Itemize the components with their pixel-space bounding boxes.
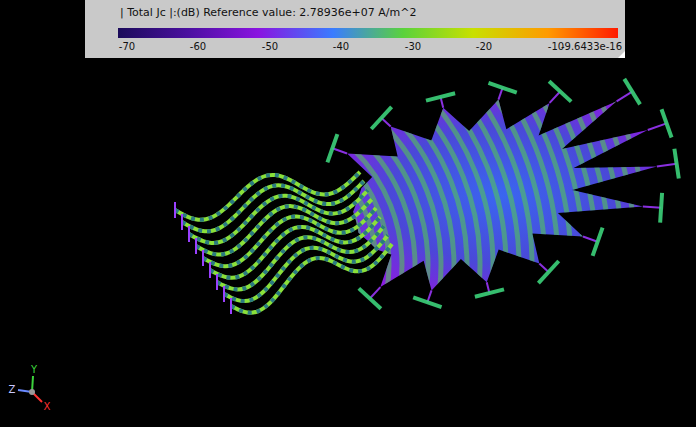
- feed-line: [203, 208, 376, 266]
- feed-port: [195, 238, 197, 254]
- tick-label: -50: [262, 41, 278, 52]
- current-stripe: [117, 142, 363, 388]
- feed-port: [202, 250, 204, 266]
- current-stripe: [0, 0, 558, 427]
- tick-label: -9.6433e-16: [561, 41, 622, 52]
- feed-line-pattern: [196, 199, 372, 255]
- plot-title: | Total Jc |:(dB) Reference value: 2.789…: [120, 6, 416, 19]
- port: [475, 289, 504, 296]
- current-stripe: [26, 51, 454, 427]
- port: [549, 81, 571, 101]
- feed-line: [224, 235, 388, 301]
- feed-line-pattern: [189, 190, 368, 243]
- feed-line-pattern: [203, 208, 376, 266]
- port-line: [370, 287, 381, 298]
- feed-line: [189, 190, 368, 243]
- port-line: [657, 164, 677, 167]
- lens-outline: [347, 100, 657, 291]
- feed-line: [217, 226, 384, 289]
- current-stripe: [78, 103, 402, 427]
- feed-line-pattern: [224, 235, 388, 301]
- color-bar: [118, 28, 618, 38]
- port: [624, 79, 640, 105]
- lens-body: [0, 0, 679, 427]
- port: [488, 83, 516, 93]
- port-line: [643, 207, 661, 208]
- legend-panel: [85, 0, 625, 58]
- port-line: [583, 237, 598, 242]
- port: [674, 149, 678, 179]
- current-stripe: [0, 0, 519, 427]
- tick-label: -70: [119, 41, 135, 52]
- panel-corner: [618, 51, 625, 58]
- tick-label: -60: [190, 41, 206, 52]
- port-line: [550, 91, 561, 102]
- current-stripe: [0, 12, 493, 427]
- current-stripe: [0, 0, 506, 427]
- current-stripe: [130, 155, 350, 375]
- port: [662, 109, 672, 137]
- port: [371, 107, 391, 129]
- feed-line: [210, 217, 380, 278]
- tick-label: -20: [476, 41, 492, 52]
- current-stripe: [0, 25, 480, 427]
- feed-line-pattern: [231, 244, 392, 313]
- port: [538, 261, 558, 283]
- feed-port: [181, 214, 183, 230]
- current-stripe: [0, 0, 649, 427]
- axis-label: X: [44, 401, 51, 412]
- port-line: [617, 92, 633, 102]
- current-stripe: [0, 0, 636, 427]
- feed-line: [196, 199, 372, 255]
- port-line: [332, 148, 347, 153]
- port: [413, 297, 441, 307]
- port: [359, 288, 381, 308]
- tick-label: -40: [333, 41, 349, 52]
- feed-port: [174, 202, 176, 218]
- current-stripe: [91, 116, 389, 414]
- current-stripe: [13, 38, 467, 427]
- port-line: [648, 123, 667, 130]
- current-stripe: [0, 0, 597, 427]
- axis-triad: [18, 376, 42, 402]
- current-stripe: [0, 0, 571, 427]
- current-stripe: [52, 77, 428, 427]
- axis-label: Y: [31, 364, 37, 375]
- current-stripe: [65, 90, 415, 427]
- feed-port: [209, 262, 211, 278]
- port: [660, 193, 662, 223]
- feed-port: [230, 298, 232, 314]
- feed-port: [223, 286, 225, 302]
- feed-port: [188, 226, 190, 242]
- feed-line-pattern: [217, 226, 384, 289]
- current-stripe: [0, 0, 623, 427]
- feed-port: [216, 274, 218, 290]
- port: [593, 228, 603, 256]
- current-stripe: [0, 0, 532, 427]
- tick-label: -30: [405, 41, 421, 52]
- port: [426, 93, 455, 100]
- axis-label: Z: [9, 384, 16, 395]
- current-stripe: [0, 0, 545, 427]
- feed-line-pattern: [210, 217, 380, 278]
- current-stripe: [0, 0, 610, 427]
- current-stripe: [0, 0, 584, 427]
- current-stripe: [39, 64, 441, 427]
- feed-line: [231, 244, 392, 313]
- port: [327, 134, 337, 162]
